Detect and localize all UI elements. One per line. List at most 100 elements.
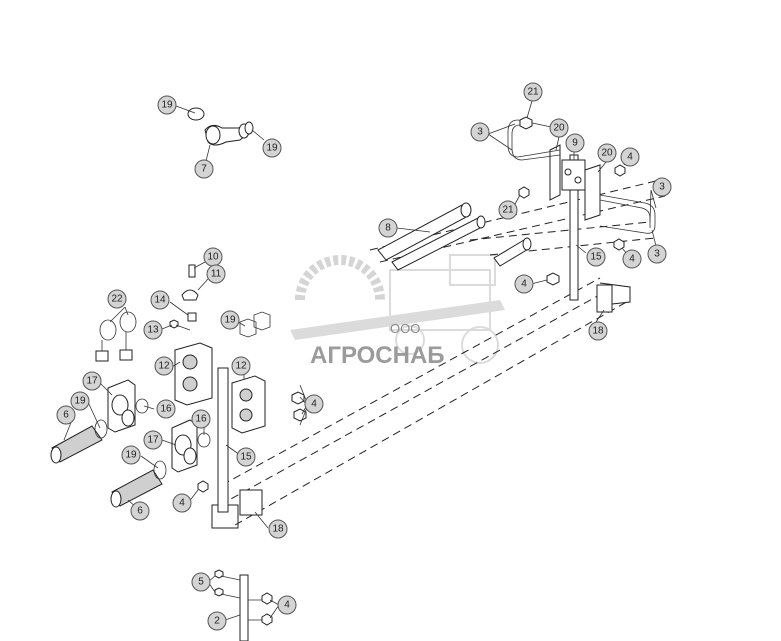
- svg-text:16: 16: [160, 404, 172, 415]
- callout-19-e: 19: [121, 445, 141, 465]
- svg-text:3: 3: [654, 249, 660, 260]
- watermark-brand: АГРОСНАБ: [310, 342, 445, 369]
- svg-text:4: 4: [179, 498, 185, 509]
- svg-text:21: 21: [502, 205, 514, 216]
- coupler-17-top: [107, 379, 149, 433]
- svg-text:4: 4: [629, 254, 635, 265]
- svg-text:11: 11: [211, 269, 222, 280]
- block-12-right: [231, 375, 266, 434]
- callout-21-mid: 21: [498, 200, 518, 220]
- cylinder-upper: [377, 202, 486, 271]
- svg-text:5: 5: [198, 577, 204, 588]
- callout-4-top-right: 4: [620, 147, 640, 167]
- svg-text:22: 22: [111, 294, 123, 305]
- callout-19-b: 19: [262, 138, 282, 158]
- svg-text:3: 3: [477, 127, 483, 138]
- callout-17-bottom: 17: [143, 430, 163, 450]
- caps-22: [95, 311, 137, 362]
- callout-15-right: 15: [586, 247, 606, 267]
- callout-18-right: 18: [588, 321, 608, 341]
- callout-16-top: 16: [156, 399, 176, 419]
- coupler-17-bottom: [171, 419, 211, 473]
- callout-2: 2: [207, 611, 227, 631]
- nut-4-b: [613, 238, 625, 251]
- svg-text:2: 2: [214, 616, 220, 627]
- callout-3-right-top: 3: [652, 177, 672, 197]
- callout-10: 10: [203, 247, 223, 267]
- callout-19-a: 19: [157, 95, 177, 115]
- callout-3-right-bottom: 3: [647, 244, 667, 264]
- nut-21-mid: [518, 186, 530, 199]
- svg-text:6: 6: [63, 410, 69, 421]
- cylinder-lower: [493, 237, 532, 267]
- callout-6-bottom: 6: [130, 501, 150, 521]
- callout-18-left: 18: [268, 519, 288, 539]
- callout-12-left: 12: [154, 356, 174, 376]
- callout-4-right: 4: [622, 249, 642, 269]
- bottom-bracket: [214, 569, 273, 641]
- nut-21-top: [519, 116, 533, 130]
- small-bracket-18-right: [596, 284, 613, 313]
- svg-text:12: 12: [158, 361, 170, 372]
- callout-13: 13: [143, 320, 163, 340]
- svg-text:14: 14: [154, 295, 166, 306]
- valve-10: [181, 264, 199, 322]
- hose-6-top: [50, 419, 108, 464]
- svg-text:15: 15: [590, 252, 602, 263]
- callout-9: 9: [565, 133, 585, 153]
- bracket-15-left: [217, 367, 263, 516]
- svg-text:16: 16: [195, 414, 207, 425]
- callout-11: 11: [206, 264, 226, 284]
- callout-19-d: 19: [70, 391, 90, 411]
- callout-4-bottom: 4: [277, 595, 297, 615]
- svg-text:17: 17: [86, 376, 98, 387]
- callout-17-top: 17: [82, 371, 102, 391]
- svg-text:19: 19: [125, 450, 137, 461]
- svg-text:18: 18: [592, 326, 604, 337]
- callout-6-top: 6: [56, 405, 76, 425]
- block-12-left: [174, 342, 213, 406]
- svg-text:8: 8: [385, 223, 391, 234]
- svg-text:13: 13: [147, 325, 159, 336]
- svg-text:4: 4: [311, 399, 317, 410]
- callout-7: 7: [194, 159, 214, 179]
- svg-text:20: 20: [601, 148, 613, 159]
- callout-8: 8: [378, 218, 398, 238]
- svg-text:4: 4: [627, 152, 633, 163]
- callout-3-left: 3: [470, 122, 490, 142]
- svg-text:17: 17: [147, 435, 159, 446]
- svg-text:6: 6: [137, 506, 143, 517]
- callout-12-right: 12: [231, 356, 251, 376]
- nut-4-a: [614, 164, 626, 177]
- callout-5: 5: [191, 572, 211, 592]
- svg-text:19: 19: [161, 100, 173, 111]
- callout-22: 22: [107, 289, 127, 309]
- hose-7: [187, 107, 254, 146]
- watermark-logo: [290, 254, 505, 364]
- callout-4-center: 4: [304, 394, 324, 414]
- callout-20-left: 20: [549, 118, 569, 138]
- callout-20-right: 20: [597, 143, 617, 163]
- callout-4-lower: 4: [172, 493, 192, 513]
- svg-text:15: 15: [240, 452, 252, 463]
- svg-text:18: 18: [272, 524, 284, 535]
- gasket-19: [239, 311, 271, 338]
- callout-16-bottom: 16: [191, 409, 211, 429]
- svg-text:9: 9: [572, 138, 578, 149]
- bolt-13: [169, 319, 191, 331]
- leader-lines: [63, 100, 657, 621]
- u-bolt-right: [599, 194, 656, 234]
- svg-text:7: 7: [201, 164, 207, 175]
- svg-text:19: 19: [74, 396, 86, 407]
- callout-15-left: 15: [236, 447, 256, 467]
- svg-text:19: 19: [266, 143, 278, 154]
- svg-text:4: 4: [521, 279, 527, 290]
- callout-14: 14: [150, 290, 170, 310]
- hose-6-bottom: [110, 460, 167, 508]
- callout-19-c: 19: [220, 310, 240, 330]
- callout-4-mid: 4: [514, 274, 534, 294]
- svg-text:21: 21: [527, 87, 539, 98]
- svg-text:20: 20: [553, 123, 565, 134]
- svg-text:4: 4: [284, 600, 290, 611]
